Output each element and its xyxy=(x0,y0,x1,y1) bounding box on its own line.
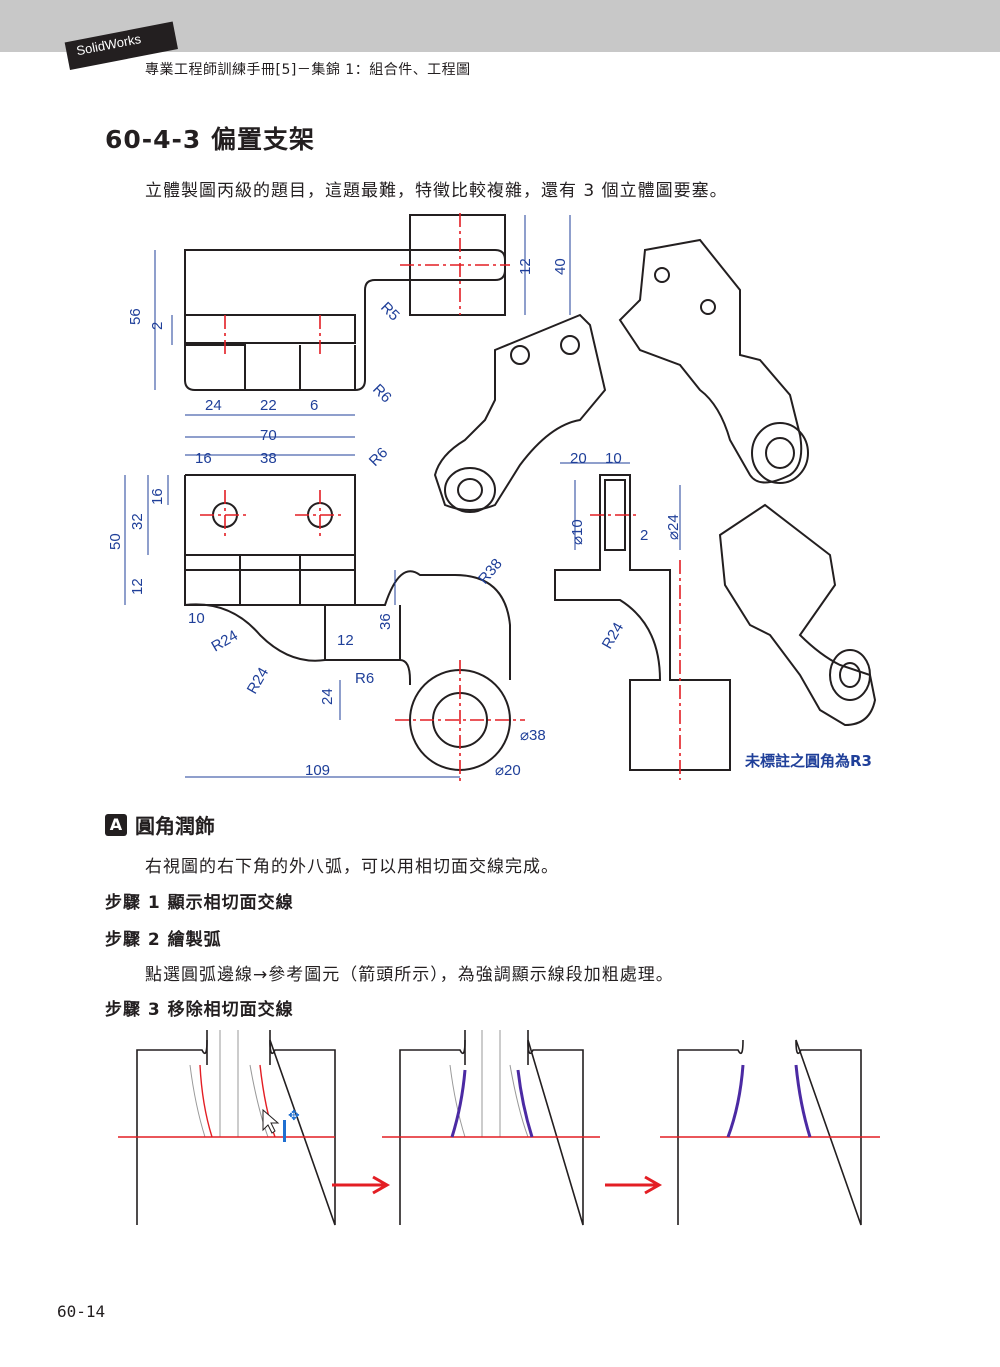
svg-text:R5: R5 xyxy=(377,299,403,325)
svg-text:6: 6 xyxy=(310,397,318,414)
svg-text:✥: ✥ xyxy=(288,1107,300,1123)
svg-text:⌀20: ⌀20 xyxy=(495,762,521,779)
step-2-desc: 點選圓弧邊線→參考圖元（箭頭所示），為強調顯示線段加粗處理。 xyxy=(145,965,674,985)
svg-text:109: 109 xyxy=(305,762,330,779)
svg-text:32: 32 xyxy=(129,513,146,530)
svg-text:⌀38: ⌀38 xyxy=(520,727,546,744)
step-2-label: 步驟 2 繪製弧 xyxy=(105,930,222,950)
book-title: 專業工程師訓練手冊[5]－集錦 1：組合件、工程圖 xyxy=(145,62,471,78)
step-1-label: 步驟 1 顯示相切面交線 xyxy=(105,893,294,913)
svg-text:36: 36 xyxy=(377,613,394,630)
svg-text:R38: R38 xyxy=(475,556,506,588)
svg-text:2: 2 xyxy=(640,527,648,544)
svg-text:38: 38 xyxy=(260,450,277,467)
section-title: 60-4-3 偏置支架 xyxy=(105,125,316,154)
svg-text:20: 20 xyxy=(570,450,587,467)
svg-text:R6: R6 xyxy=(369,381,395,407)
svg-text:R24: R24 xyxy=(599,620,627,652)
svg-text:10: 10 xyxy=(605,450,622,467)
svg-text:70: 70 xyxy=(260,427,277,444)
svg-text:⌀24: ⌀24 xyxy=(665,514,682,540)
intro-paragraph: 立體製圖丙級的題目，這題最難，特徵比較複雜，還有 3 個立體圖要塞。 xyxy=(145,181,728,201)
svg-text:R24: R24 xyxy=(209,627,241,655)
step-illustrations: ✥ xyxy=(118,1030,880,1226)
svg-text:24: 24 xyxy=(205,397,222,414)
page-number: 60-14 xyxy=(57,1302,106,1321)
svg-text:12: 12 xyxy=(129,578,146,595)
svg-text:40: 40 xyxy=(552,258,569,275)
svg-text:12: 12 xyxy=(517,258,534,275)
subsection-desc: 右視圖的右下角的外八弧，可以用相切面交線完成。 xyxy=(145,857,559,877)
svg-text:50: 50 xyxy=(107,533,124,550)
svg-text:R6: R6 xyxy=(355,670,374,687)
subsection-heading: A 圓角潤飾 xyxy=(105,810,215,838)
svg-text:R6: R6 xyxy=(366,444,392,470)
technical-drawing: 56 2 24 22 6 R5 R6 12 40 70 16 38 R6 50 32 1… xyxy=(107,213,877,785)
svg-text:10: 10 xyxy=(188,610,205,627)
drawing-note: 未標註之圓角為R3 xyxy=(745,752,872,770)
svg-text:R24: R24 xyxy=(244,665,272,697)
subsection-title: 圓角潤飾 xyxy=(135,814,215,838)
svg-text:2: 2 xyxy=(149,322,166,330)
svg-text:56: 56 xyxy=(127,308,144,325)
svg-text:12: 12 xyxy=(337,632,354,649)
step-3-label: 步驟 3 移除相切面交線 xyxy=(105,1000,294,1020)
svg-text:16: 16 xyxy=(149,488,166,505)
svg-text:22: 22 xyxy=(260,397,277,414)
svg-text:16: 16 xyxy=(195,450,212,467)
section-badge: A xyxy=(105,813,127,836)
svg-text:⌀10: ⌀10 xyxy=(569,519,586,545)
svg-text:24: 24 xyxy=(319,688,336,705)
